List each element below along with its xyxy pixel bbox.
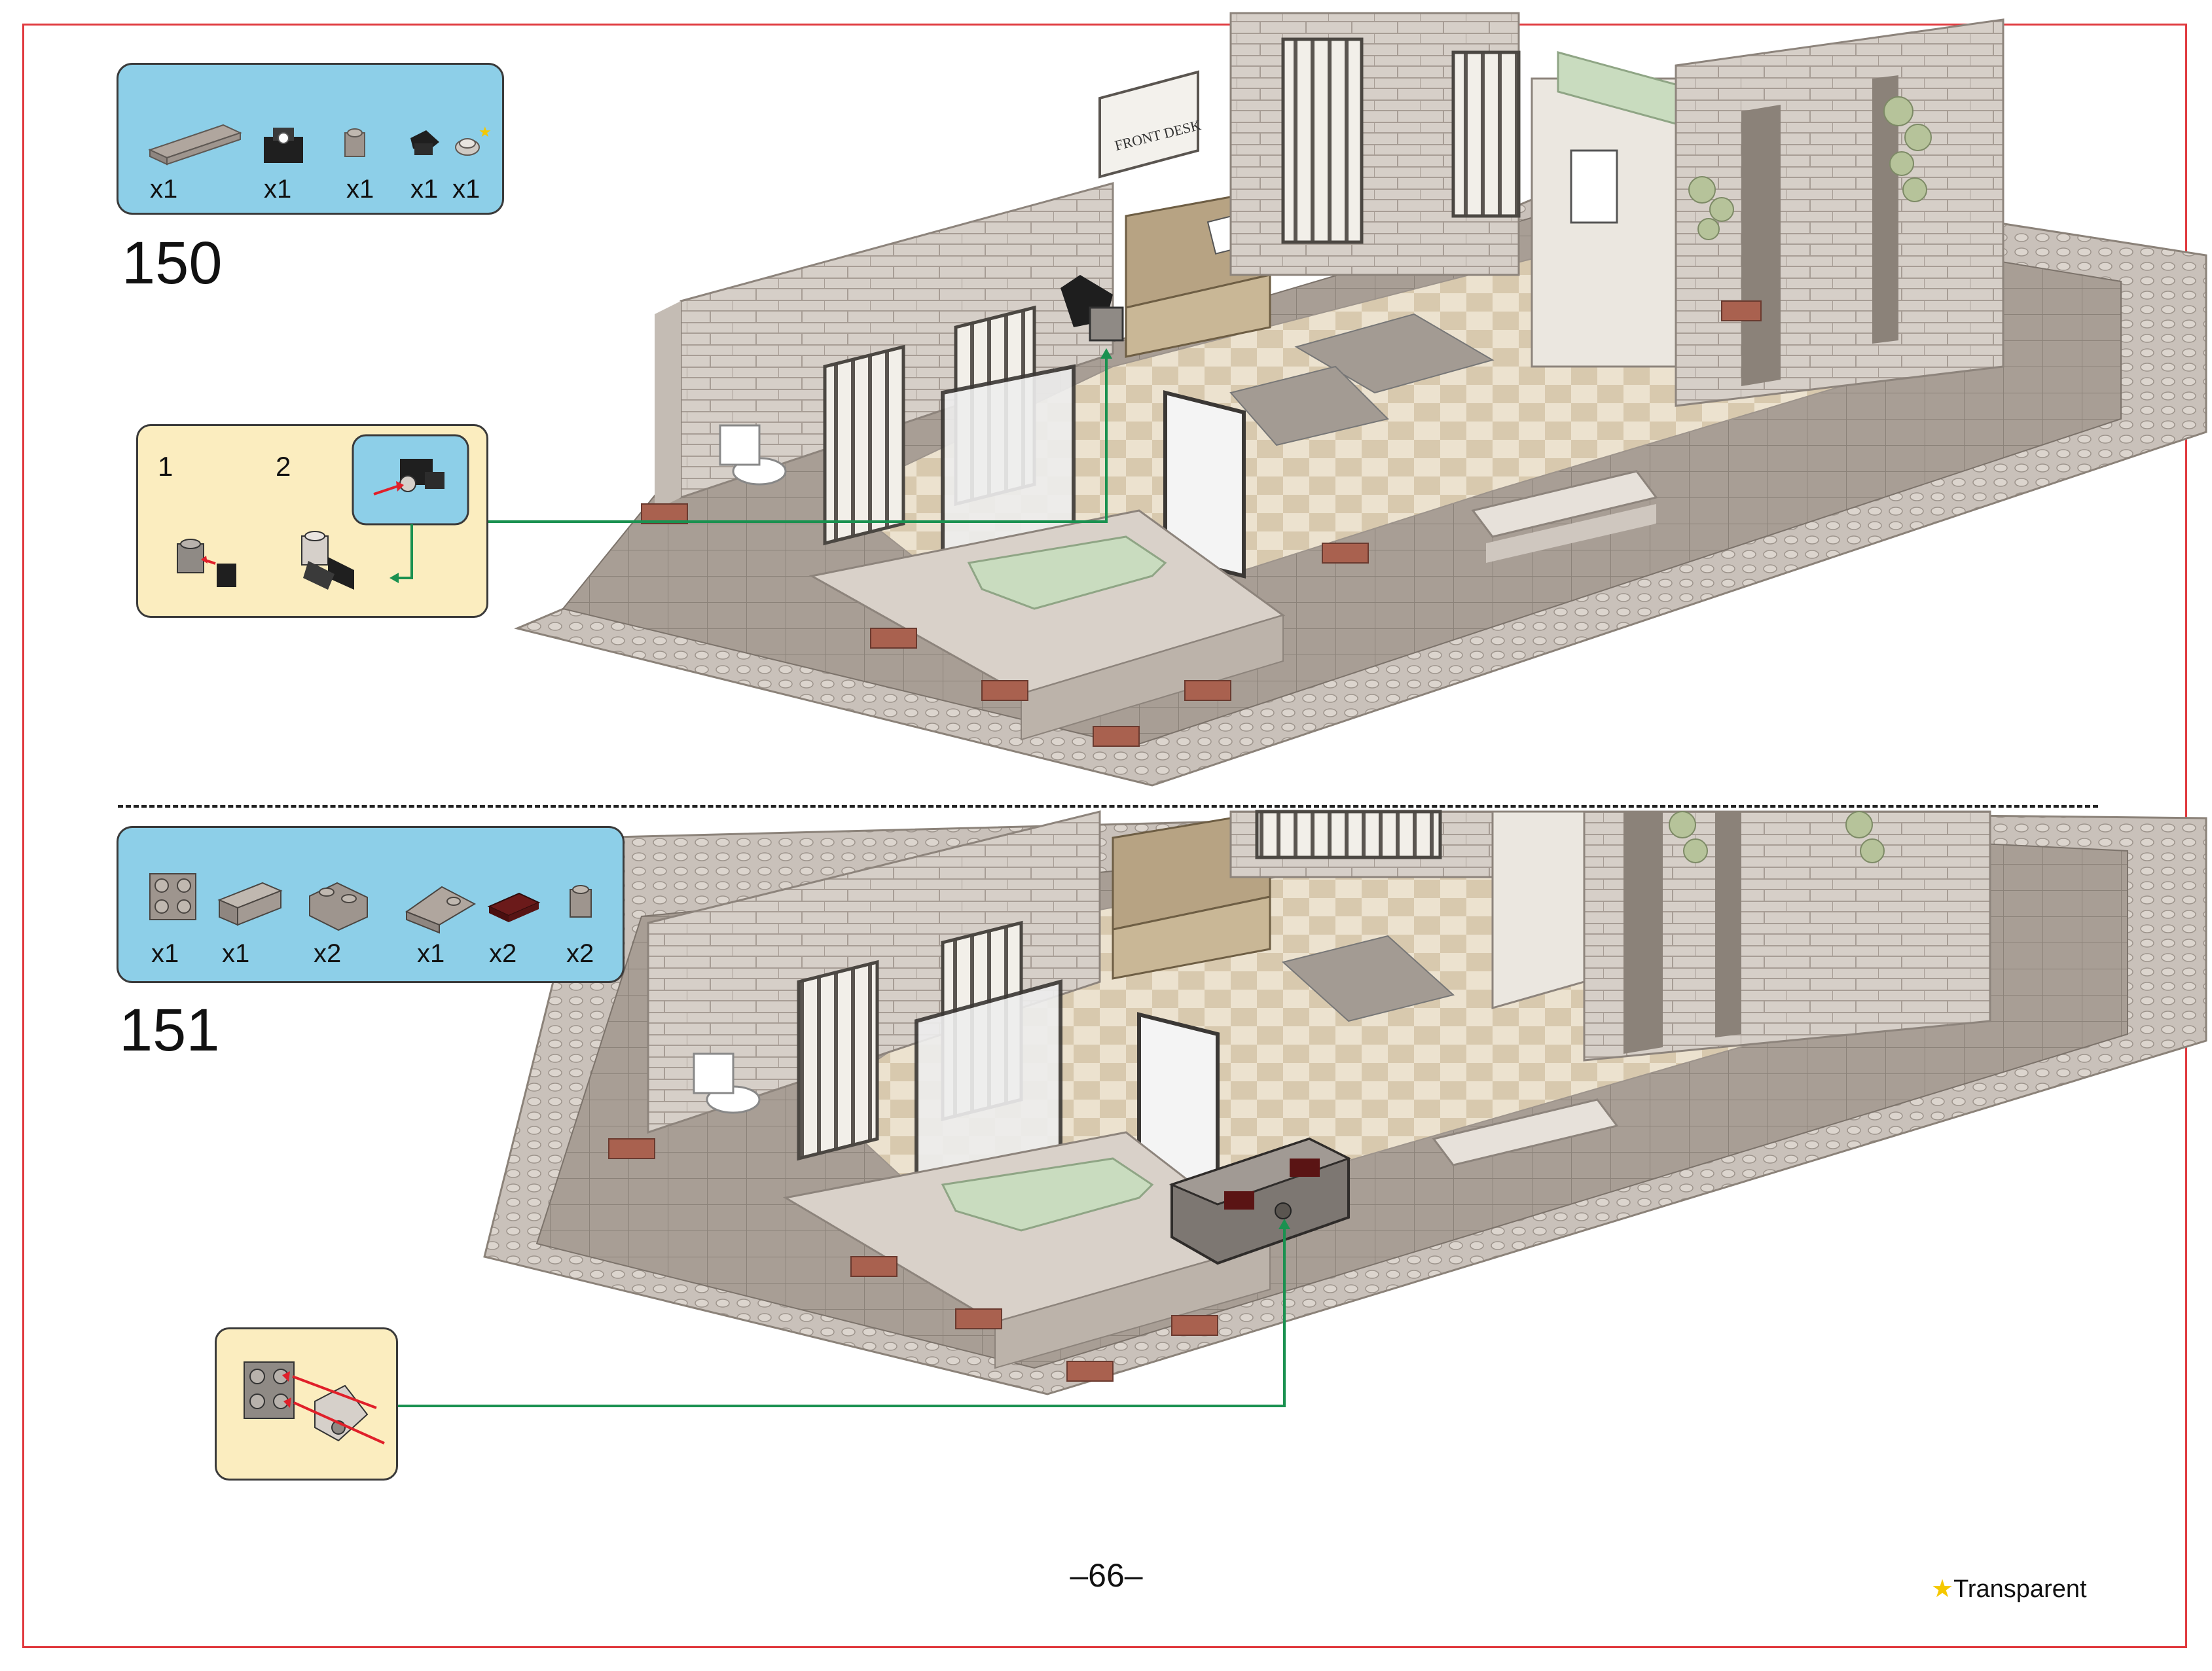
parts-icons-151 — [149, 873, 592, 934]
camera-brick-assembly-icon — [301, 531, 354, 590]
brick-with-clip-icon — [177, 539, 236, 587]
callout-line-151 — [398, 1224, 1286, 1407]
subassembly-150-drawing — [177, 434, 469, 590]
brick-1x1-icon — [570, 885, 592, 918]
substep-1-label: 1 — [158, 451, 173, 482]
transparent-legend: ★Transparent — [1931, 1574, 2087, 1604]
step-number-150: 150 — [122, 230, 223, 296]
part-qty: x2 — [489, 939, 517, 968]
long-plate-icon — [148, 124, 242, 166]
brick-2x2-with-studs-icon — [244, 1361, 295, 1419]
callout-line-150 — [488, 353, 1108, 523]
part-qty: x1 — [417, 939, 445, 968]
subassembly-151-drawing — [244, 1361, 385, 1445]
dark-red-tile-icon — [487, 892, 541, 922]
part-qty: x1 — [264, 175, 292, 204]
part-qty: x1 — [151, 939, 179, 968]
camera-element-icon — [264, 128, 303, 163]
star-icon: ★ — [1931, 1575, 1954, 1603]
brick-2x2-icon — [149, 873, 196, 920]
subassembly-150: 1 2 — [136, 424, 488, 618]
part-qty: x1 — [452, 175, 480, 204]
part-qty: x1 — [150, 175, 178, 204]
brick-corner-icon — [309, 882, 368, 931]
svg-text:★: ★ — [479, 124, 492, 141]
page-number: –66– — [1070, 1557, 1143, 1594]
part-qty: x2 — [314, 939, 342, 968]
camera-assembly-icon — [373, 459, 444, 495]
parts-icons-150: ★ — [148, 124, 492, 166]
part-qty: x1 — [346, 175, 374, 204]
step-150-model: FRONT DESK — [514, 12, 2207, 787]
slope-wedge-icon — [405, 886, 477, 934]
round-lens-icon: ★ — [455, 124, 492, 156]
parts-list-150: ★ x1 x1 x1 x1 x1 — [117, 63, 504, 215]
part-qty: x1 — [222, 939, 250, 968]
step-number-151: 151 — [119, 997, 220, 1064]
brick-1x2-icon — [217, 882, 283, 926]
part-qty: x1 — [410, 175, 439, 204]
substep-2-label: 2 — [276, 451, 291, 482]
brick-1x1-icon — [344, 128, 365, 157]
legend-label: Transparent — [1953, 1575, 2087, 1603]
parts-list-151: x1 x1 x2 x1 x2 x2 — [117, 826, 625, 983]
subassembly-151 — [215, 1327, 398, 1481]
step-151-model — [483, 810, 2207, 1395]
step-divider — [118, 805, 2098, 808]
clip-bracket-icon — [410, 130, 439, 155]
part-qty: x2 — [566, 939, 594, 968]
